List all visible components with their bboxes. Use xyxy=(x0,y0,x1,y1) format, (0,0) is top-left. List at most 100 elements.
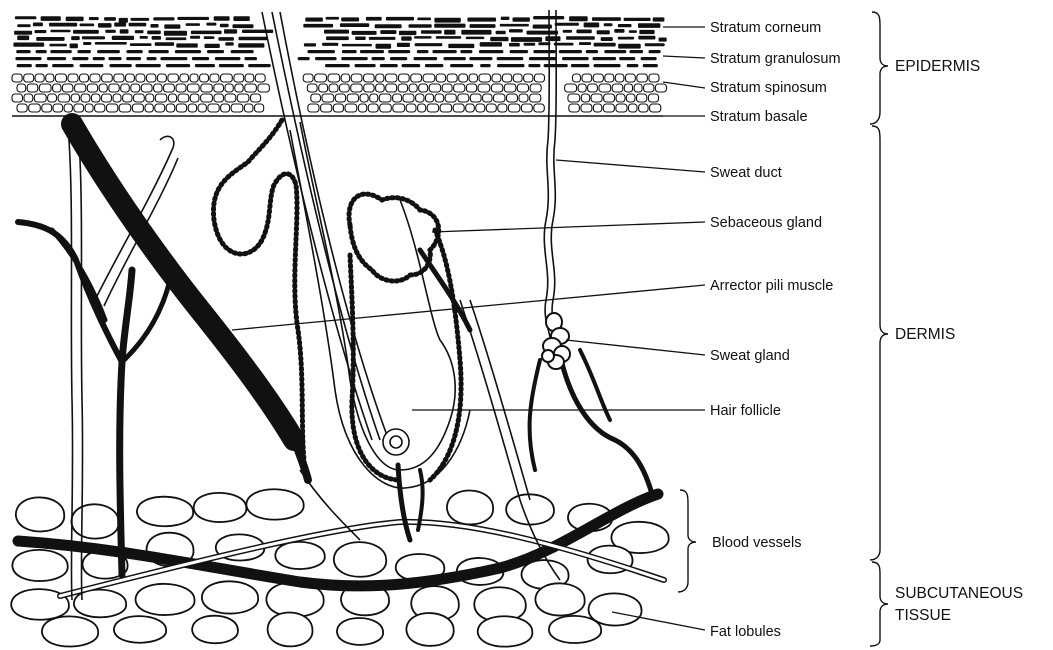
corneum-flake xyxy=(204,36,215,39)
spinosum-cell xyxy=(329,84,338,92)
corneum-flake xyxy=(340,23,369,27)
spinosum-cell xyxy=(494,94,506,102)
spinosum-cell xyxy=(386,84,397,92)
corneum-flake xyxy=(49,23,77,27)
spinosum-cell xyxy=(491,84,502,92)
spinosum-cell xyxy=(364,84,374,92)
granulosum-cell xyxy=(562,57,589,60)
corneum-flake xyxy=(13,43,44,47)
spinosum-cell xyxy=(650,104,661,112)
spinosum-cell xyxy=(458,94,469,102)
granulosum-cell xyxy=(480,64,491,67)
spinosum-cell xyxy=(370,94,378,102)
granulosum-cell xyxy=(175,50,201,53)
granulosum-cell xyxy=(231,50,254,53)
spinosum-cell xyxy=(644,84,654,92)
spinosum-cell xyxy=(17,84,26,92)
stratum-spinosum-layer xyxy=(12,74,667,112)
spinosum-cell xyxy=(176,104,186,112)
spinosum-cell xyxy=(176,84,186,92)
corneum-flake xyxy=(638,23,660,28)
corneum-flake xyxy=(352,31,377,35)
corneum-flake xyxy=(399,31,416,35)
spinosum-cell xyxy=(466,104,475,112)
granulosum-cell xyxy=(17,64,32,67)
granulosum-cell xyxy=(135,64,160,67)
corneum-flake xyxy=(120,29,129,33)
spinosum-cell xyxy=(470,94,481,102)
granulosum-cell xyxy=(450,64,473,67)
spinosum-cell xyxy=(24,74,34,82)
corneum-flake xyxy=(414,36,432,39)
spinosum-cell xyxy=(62,84,73,92)
spinosum-cell xyxy=(637,94,647,102)
granulosum-cell xyxy=(641,57,657,60)
granulosum-cell xyxy=(643,64,658,67)
corneum-flake xyxy=(513,17,530,21)
corneum-flake xyxy=(303,24,333,28)
fat-lobule xyxy=(478,616,533,646)
corneum-flake xyxy=(214,16,230,20)
fat-lobule xyxy=(194,493,247,522)
spinosum-cell xyxy=(419,84,428,92)
spinosum-cell xyxy=(530,94,541,102)
fat-lobule xyxy=(447,490,493,524)
spinosum-cell xyxy=(34,94,46,102)
spinosum-cell xyxy=(42,104,52,112)
granulosum-cell xyxy=(497,64,525,67)
granulosum-cell xyxy=(402,64,421,67)
corneum-flake xyxy=(186,23,200,26)
corneum-flake xyxy=(112,36,134,40)
corneum-flake xyxy=(50,30,70,33)
spinosum-cell xyxy=(445,94,456,102)
spinosum-cell xyxy=(68,74,78,82)
spinosum-cell xyxy=(102,74,113,82)
corneum-flake xyxy=(341,17,359,21)
spinosum-cell xyxy=(578,84,586,92)
spinosum-cell xyxy=(524,74,533,82)
granulosum-cell xyxy=(72,57,88,60)
corneum-flake xyxy=(434,24,465,28)
corneum-flake xyxy=(224,29,237,33)
spinosum-cell xyxy=(99,84,107,92)
corneum-flake xyxy=(239,37,268,40)
spinosum-cell xyxy=(399,74,410,82)
spinosum-cell xyxy=(121,84,130,92)
corneum-flake xyxy=(164,24,180,28)
spinosum-cell xyxy=(519,94,528,102)
corneum-flake xyxy=(33,23,43,27)
spinosum-cell xyxy=(258,84,270,92)
spinosum-cell xyxy=(655,84,666,92)
corneum-flake xyxy=(369,37,396,40)
granulosum-cell xyxy=(341,57,368,60)
spinosum-cell xyxy=(245,74,254,82)
corneum-flake xyxy=(82,36,105,39)
granulosum-cell xyxy=(93,57,105,60)
spinosum-cell xyxy=(178,94,189,102)
corneum-flake xyxy=(130,43,152,46)
spinosum-cell xyxy=(245,84,257,92)
granulosum-cell xyxy=(432,50,456,53)
corneum-flake xyxy=(119,18,128,23)
granulosum-cell xyxy=(594,64,621,67)
spinosum-cell xyxy=(208,104,219,112)
spinosum-cell xyxy=(469,74,477,82)
spinosum-cell xyxy=(221,104,230,112)
spinosum-cell xyxy=(604,94,615,102)
spinosum-cell xyxy=(351,74,362,82)
spinosum-cell xyxy=(155,104,165,112)
spinosum-cell xyxy=(200,74,209,82)
structure-labels: Stratum corneum Stratum granulosum Strat… xyxy=(710,20,1023,640)
spinosum-cell xyxy=(416,94,424,102)
spinosum-cell xyxy=(53,104,63,112)
spinosum-cell xyxy=(447,74,457,82)
corneum-flake xyxy=(618,24,632,27)
spinosum-cell xyxy=(75,84,86,92)
corneum-flake xyxy=(71,36,80,40)
spinosum-cell xyxy=(504,84,516,92)
spinosum-cell xyxy=(376,84,385,92)
spinosum-cell xyxy=(157,74,166,82)
granulosum-cell xyxy=(425,64,444,67)
spinosum-cell xyxy=(190,74,198,82)
spinosum-cell xyxy=(498,104,507,112)
